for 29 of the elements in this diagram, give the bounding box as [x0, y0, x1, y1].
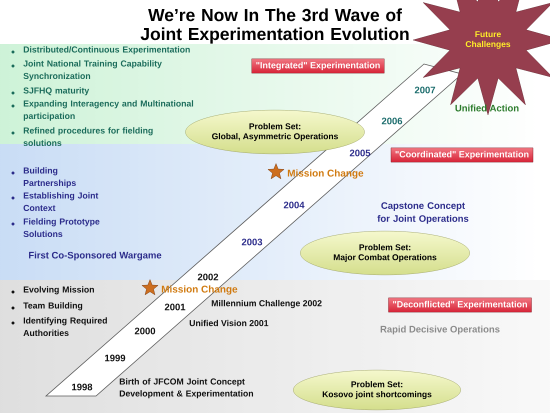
bullet-item: SJFHQ maturity [12, 87, 90, 96]
event-label: Birth of JFCOM Joint Concept Development & Experimentation [120, 378, 254, 398]
title: We’re Now In The 3rd Wave of Joint Experimentation Evolution [140, 8, 409, 44]
experimentation-banner: "Coordinated" Experimentation [390, 148, 534, 162]
era-label: Rapid Decisive Operations [380, 326, 500, 334]
year-label: 2004 [284, 202, 304, 208]
event-label: Millennium Challenge 2002 [212, 300, 322, 308]
bullet-item: Evolving Mission [12, 286, 94, 294]
era-label: Unified Action [456, 104, 518, 112]
bullet-item: Distributed/Continuous Experimentation [12, 46, 190, 54]
year-label: 2002 [198, 274, 218, 280]
year-label: 2006 [382, 118, 402, 124]
bullet-item: Team Building [12, 302, 82, 310]
bullet-item: Joint National Training Capability Synchronization [12, 60, 162, 81]
bullet-item: Identifying Required Authorities [12, 317, 107, 336]
event-label: Unified Vision 2001 [190, 320, 268, 326]
bullet-item: Building Partnerships [12, 167, 76, 188]
year-label: 2000 [134, 328, 156, 334]
era-label: First Co-Sponsored Wargame [29, 252, 162, 260]
year-label: 1999 [105, 354, 126, 362]
bullet-item: Refined procedures for fielding solutions [12, 127, 153, 146]
bullet-item: Fielding Prototype Solutions [12, 218, 100, 238]
year-label: 2001 [164, 304, 186, 310]
year-label: 2007 [414, 86, 436, 94]
experimentation-banner: "Deconflicted" Experimentation [388, 298, 532, 312]
year-label: 2003 [242, 238, 262, 246]
year-label: 1998 [72, 384, 92, 390]
bullet-item: Establishing Joint Context [12, 192, 98, 212]
experimentation-banner: "Integrated" Experimentation [252, 58, 384, 74]
